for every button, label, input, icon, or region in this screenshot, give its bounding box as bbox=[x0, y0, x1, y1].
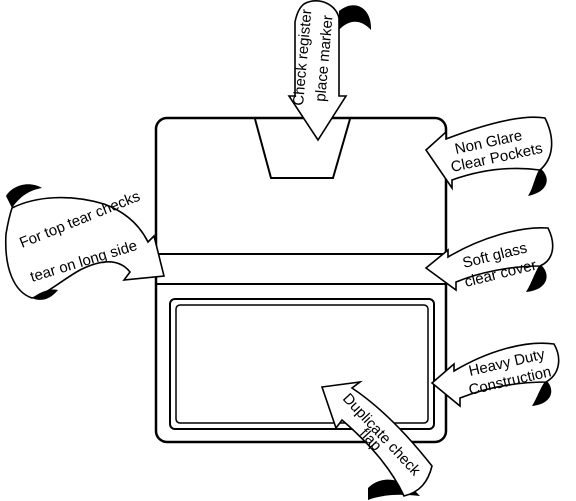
ribbon-tail-icon bbox=[532, 380, 552, 406]
ribbon-tail-icon bbox=[526, 264, 547, 292]
ribbon-tail-icon bbox=[528, 168, 547, 196]
register-pocket bbox=[254, 118, 351, 179]
duplicate-flap-outer bbox=[169, 298, 435, 430]
callout-top-tear: For top tear checks tear on long side bbox=[4, 184, 166, 300]
callout-non-glare: Non Glare Clear Pockets bbox=[424, 116, 553, 196]
cover-outline bbox=[154, 116, 448, 444]
checkbook-cover bbox=[154, 116, 448, 444]
duplicate-flap-inner bbox=[175, 304, 429, 424]
ribbon-arrow-icon bbox=[4, 196, 166, 299]
callout-duplicate-line1: Duplicate check bbox=[339, 390, 424, 479]
ribbon-arrow-icon bbox=[424, 226, 554, 292]
ribbon-arrow-icon bbox=[424, 116, 553, 191]
ribbon-arrow-icon bbox=[320, 380, 433, 497]
ribbon-tail-icon bbox=[339, 5, 372, 30]
ribbon-tail-icon bbox=[6, 184, 42, 208]
callout-register-marker: Check register place marker bbox=[287, 0, 372, 142]
ribbon-arrow-icon bbox=[430, 342, 560, 408]
callout-heavy-duty: Heavy Duty Construction bbox=[430, 342, 560, 408]
ribbon-curl-icon bbox=[32, 289, 58, 300]
ribbon-arrow-icon bbox=[287, 0, 348, 142]
